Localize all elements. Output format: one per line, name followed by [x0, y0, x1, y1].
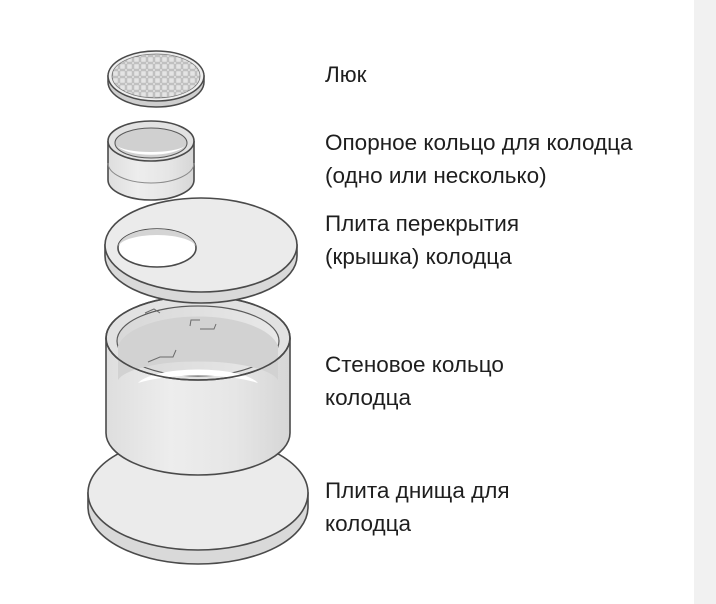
label-wall-ring-line2: колодца [325, 385, 412, 410]
label-cover-slab: Плита перекрытия (крышка) колодца [325, 207, 519, 273]
label-hatch: Люк [325, 58, 366, 91]
support-ring [107, 120, 195, 201]
label-support-ring-line2: (одно или несколько) [325, 163, 547, 188]
label-hatch-line1: Люк [325, 62, 367, 87]
label-support-ring-line1: Опорное кольцо для колодца [325, 130, 633, 155]
well-components-illustration [87, 50, 309, 565]
hatch [107, 50, 205, 108]
side-strip [694, 0, 716, 604]
label-support-ring: Опорное кольцо для колодца (одно или нес… [325, 126, 633, 192]
label-cover-slab-line1: Плита перекрытия [325, 211, 519, 236]
label-bottom-slab-line2: колодца [325, 511, 412, 536]
label-bottom-slab: Плита днища для колодца [325, 474, 510, 540]
label-cover-slab-line2: (крышка) колодца [325, 244, 512, 269]
label-wall-ring: Стеновое кольцо колодца [325, 348, 504, 414]
cover-slab [104, 197, 298, 304]
label-bottom-slab-line1: Плита днища для [325, 478, 510, 503]
wall-ring [105, 295, 291, 476]
label-wall-ring-line1: Стеновое кольцо [325, 352, 504, 377]
